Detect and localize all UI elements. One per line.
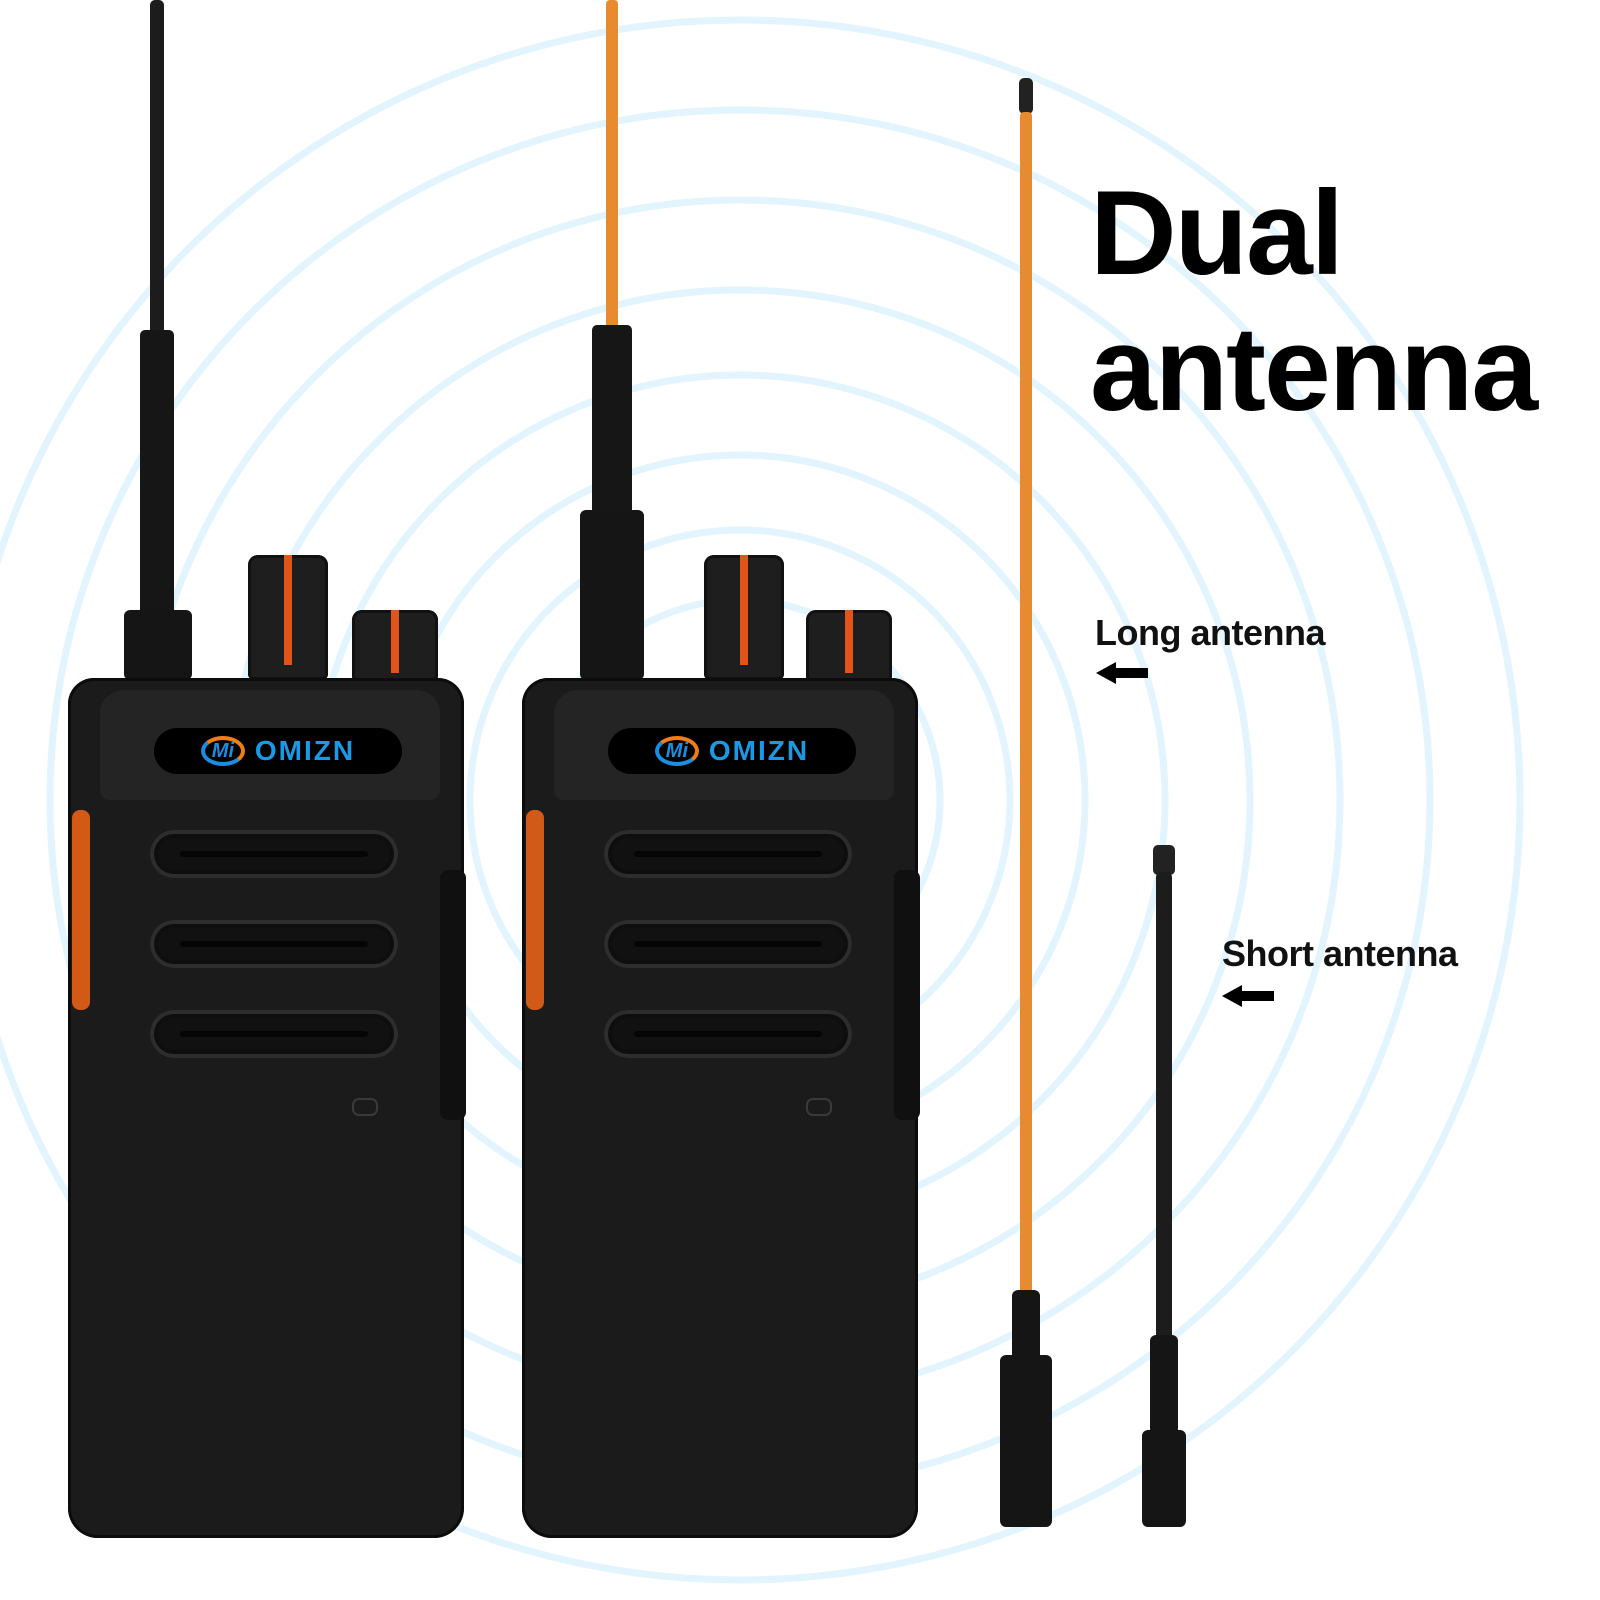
radio-left-ptt-button[interactable] <box>72 810 90 1010</box>
radio-right-ptt-button[interactable] <box>526 810 544 1010</box>
radio-right-side-panel <box>894 870 920 1120</box>
short-antenna-collar <box>1150 1335 1178 1435</box>
radio-left-channel-knob[interactable] <box>352 610 438 682</box>
speaker-grille <box>150 920 398 968</box>
brand-name: OMIZN <box>708 735 810 766</box>
radio-left-antenna-sleeve <box>140 330 174 620</box>
radio-left-side-panel <box>440 870 466 1120</box>
long-antenna-tip <box>1019 78 1033 114</box>
radio-left-volume-knob[interactable] <box>248 555 328 680</box>
radio-right-antenna-sleeve <box>592 325 632 515</box>
short-antenna-tip <box>1153 845 1175 875</box>
speaker-grille <box>604 920 852 968</box>
long-antenna-whip <box>1020 112 1032 1302</box>
radio-right-antenna-whip <box>606 0 618 330</box>
speaker-grille <box>150 1010 398 1058</box>
short-antenna-label: Short antenna <box>1222 933 1458 974</box>
long-antenna-label: Long antenna <box>1095 612 1326 653</box>
led-indicator <box>352 1098 378 1116</box>
led-indicator <box>806 1098 832 1116</box>
radio-left-logo: Mi OMIZN <box>154 728 402 774</box>
short-antenna-base <box>1142 1430 1186 1527</box>
headline: Dual antenna <box>1090 165 1538 437</box>
headline-line2: antenna <box>1090 302 1538 436</box>
speaker-grille <box>604 1010 852 1058</box>
brand-name: OMIZN <box>254 735 356 766</box>
radio-right-logo: Mi OMIZN <box>608 728 856 774</box>
long-antenna-base <box>1000 1355 1052 1527</box>
radio-right-antenna-base <box>580 510 644 680</box>
radio-left-antenna-base <box>124 610 192 680</box>
radio-right-body <box>522 678 918 1538</box>
long-antenna-collar <box>1012 1290 1040 1360</box>
radio-right-channel-knob[interactable] <box>806 610 892 682</box>
radio-left-body <box>68 678 464 1538</box>
speaker-grille <box>604 830 852 878</box>
brand-mark-icon: Mi <box>654 736 699 766</box>
radio-left-antenna-whip <box>150 0 164 340</box>
radio-right-volume-knob[interactable] <box>704 555 784 680</box>
brand-mark-icon: Mi <box>200 736 245 766</box>
short-antenna-whip <box>1156 872 1172 1342</box>
headline-line1: Dual <box>1090 166 1344 300</box>
speaker-grille <box>150 830 398 878</box>
